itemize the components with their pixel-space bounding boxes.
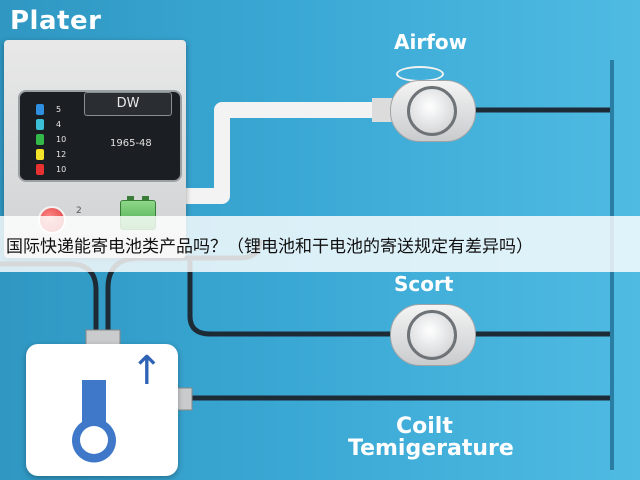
scort-gauge-face bbox=[407, 310, 457, 360]
left-wire bbox=[0, 261, 99, 340]
level-bar-4 bbox=[36, 149, 44, 160]
airflow-gauge-face bbox=[407, 86, 457, 136]
button-superscript: 2 bbox=[76, 206, 82, 216]
level-bar-1 bbox=[36, 104, 44, 115]
sensor-label-line2: Temigerature bbox=[348, 436, 514, 461]
level-label-3: 10 bbox=[56, 135, 67, 144]
airflow-pipe-coupler bbox=[372, 98, 392, 122]
sensor-label-line1: Coilt bbox=[396, 414, 453, 439]
caption-banner bbox=[0, 216, 640, 272]
level-bar-3 bbox=[36, 134, 44, 145]
code-readout: 1965-48 bbox=[110, 138, 152, 149]
level-label-4: 12 bbox=[56, 150, 67, 159]
mode-display: DW bbox=[84, 92, 172, 116]
level-bar-5 bbox=[36, 164, 44, 175]
caption-text: 国际快递能寄电池类产品吗？（锂电池和干电池的寄送规定有差异吗） bbox=[6, 237, 533, 257]
level-label-1: 5 bbox=[56, 105, 62, 114]
airflow-pipe bbox=[186, 102, 390, 204]
level-label-5: 10 bbox=[56, 165, 67, 174]
scort-label: Scort bbox=[394, 272, 454, 296]
thermo-side-connector bbox=[175, 387, 193, 411]
thermometer-box: ↑ bbox=[26, 344, 178, 476]
diagram-title: Plater bbox=[10, 6, 102, 36]
controller-screen: 5 4 10 12 10 bbox=[18, 90, 182, 182]
level-label-2: 4 bbox=[56, 120, 62, 129]
thermometer-icon bbox=[72, 380, 116, 463]
scort-wire bbox=[187, 258, 392, 337]
airflow-label: Airfow bbox=[394, 30, 468, 54]
level-bar-2 bbox=[36, 119, 44, 130]
up-arrow-icon: ↑ bbox=[130, 348, 164, 394]
scort-gauge bbox=[390, 304, 476, 366]
airflow-gauge bbox=[390, 80, 476, 142]
